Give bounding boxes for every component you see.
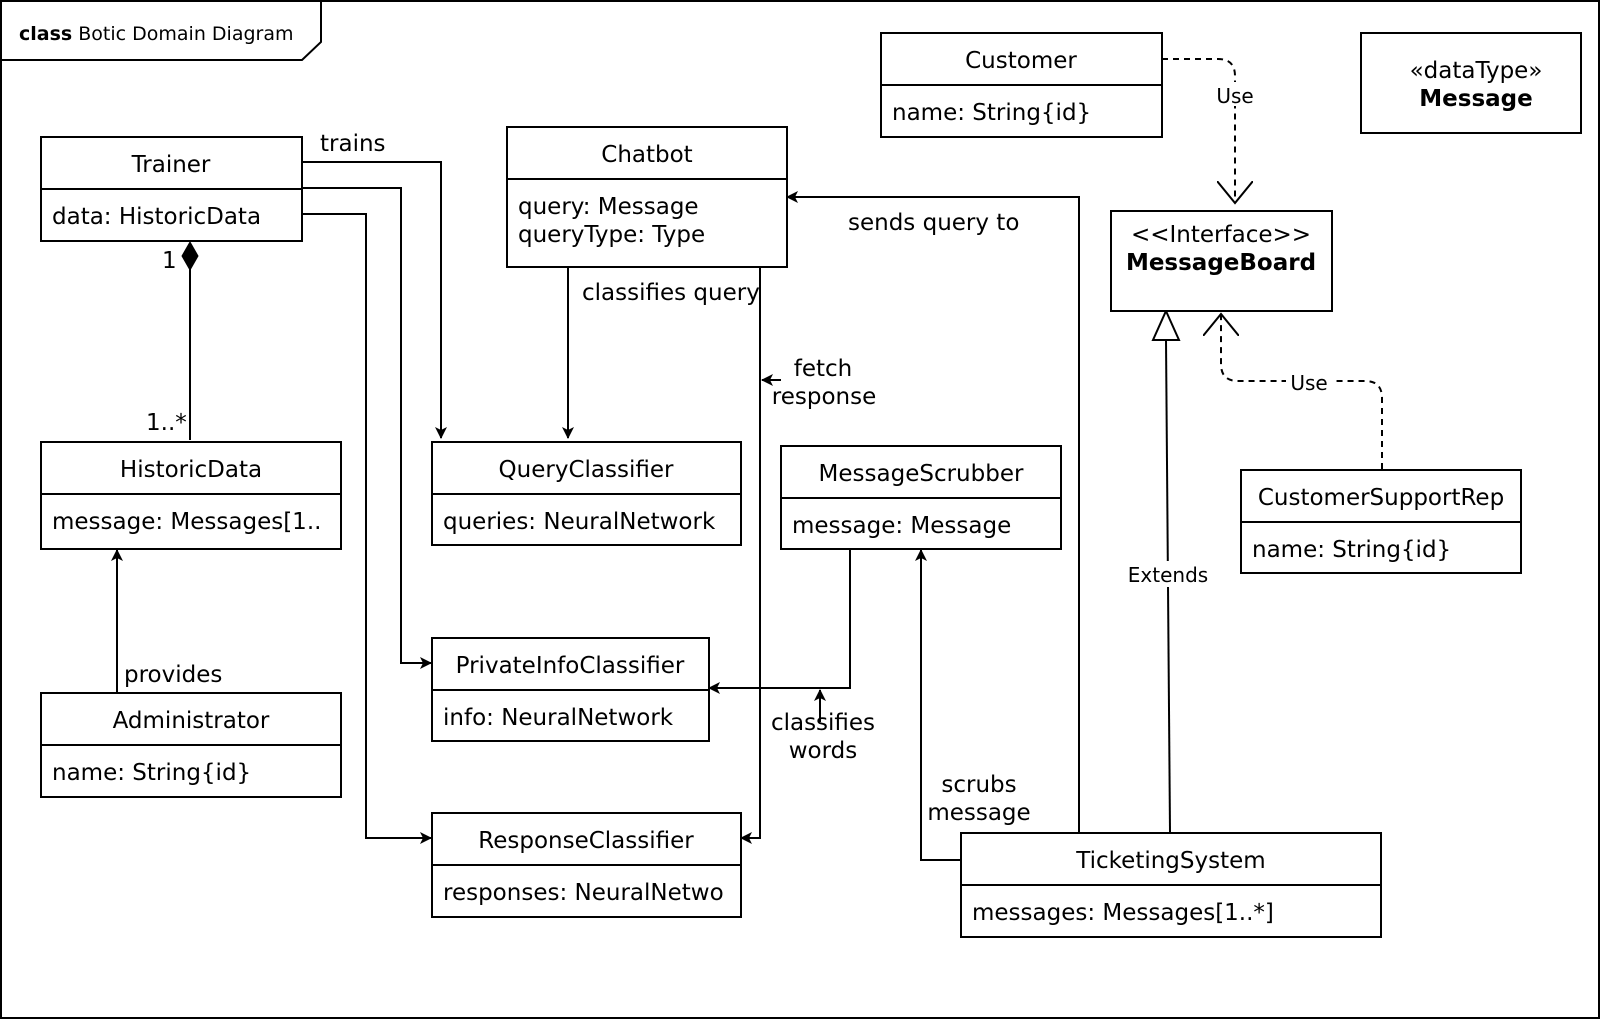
datatype-name: Message xyxy=(1419,86,1532,112)
class-name: Chatbot xyxy=(601,142,692,168)
label-message: message xyxy=(927,800,1030,826)
class-attribute: name: String{id} xyxy=(52,760,251,786)
class-attribute: data: HistoricData xyxy=(52,204,261,230)
class-name: QueryClassifier xyxy=(499,457,674,483)
label-rep-use: Use xyxy=(1290,371,1327,395)
frame-title-text: Botic Domain Diagram xyxy=(78,23,293,45)
edge-trains-query-classifier xyxy=(302,161,447,439)
class-customer[interactable]: Customer name: String{id} xyxy=(880,32,1163,138)
class-name: Customer xyxy=(965,48,1077,74)
class-attribute: message: Message xyxy=(792,513,1011,539)
interface-name: MessageBoard xyxy=(1126,250,1316,276)
label-words: words xyxy=(789,738,858,764)
class-attribute: info: NeuralNetwork xyxy=(443,705,674,731)
frame-title: class Botic Domain Diagram xyxy=(19,23,293,45)
edge-rep-use xyxy=(1221,314,1383,469)
interface-stereotype: <<Interface>> xyxy=(1131,222,1311,248)
class-ticketing-system[interactable]: TicketingSystem messages: Messages[1..*] xyxy=(960,832,1382,938)
class-attribute: queryType: Type xyxy=(518,222,705,248)
label-extends: Extends xyxy=(1128,563,1208,587)
class-trainer[interactable]: Trainer data: HistoricData xyxy=(40,136,303,242)
class-name: TicketingSystem xyxy=(1075,848,1265,874)
class-attribute: queries: NeuralNetwork xyxy=(443,509,716,535)
label-response: response xyxy=(772,384,876,410)
interface-message-board[interactable]: <<Interface>> MessageBoard xyxy=(1110,210,1333,312)
class-name: Trainer xyxy=(131,152,211,178)
extends-label-bg xyxy=(1124,561,1212,587)
class-attribute: responses: NeuralNetwo xyxy=(443,880,724,906)
class-administrator[interactable]: Administrator name: String{id} xyxy=(40,692,342,798)
class-historic-data[interactable]: HistoricData message: Messages[1.. xyxy=(40,441,342,550)
class-name: HistoricData xyxy=(120,457,262,483)
class-query-classifier[interactable]: QueryClassifier queries: NeuralNetwork xyxy=(431,441,742,546)
edge-trainer-private-info-classifier xyxy=(302,187,432,669)
label-fetch: fetch xyxy=(794,356,853,382)
class-attribute: message: Messages[1.. xyxy=(52,509,321,535)
edge-trainer-response-classifier xyxy=(302,213,432,844)
label-multiplicity-many: 1..* xyxy=(146,410,187,436)
class-attribute: name: String{id} xyxy=(1252,537,1451,563)
datatype-message[interactable]: «dataType» Message xyxy=(1360,32,1582,134)
frame-keyword: class xyxy=(19,23,72,45)
use-label-bg xyxy=(1212,82,1258,106)
use-label-bg xyxy=(1286,369,1332,393)
class-name: CustomerSupportRep xyxy=(1258,485,1504,511)
edge-sends-query-to xyxy=(786,191,1080,832)
edge-customer-use xyxy=(1162,58,1235,203)
class-chatbot[interactable]: Chatbot query: Message queryType: Type xyxy=(506,126,788,268)
label-customer-use: Use xyxy=(1216,84,1253,108)
class-attribute: query: Message xyxy=(518,194,699,220)
class-private-info-classifier[interactable]: PrivateInfoClassifier info: NeuralNetwor… xyxy=(431,637,710,742)
class-customer-support-rep[interactable]: CustomerSupportRep name: String{id} xyxy=(1240,469,1522,574)
class-message-scrubber[interactable]: MessageScrubber message: Message xyxy=(780,445,1062,550)
class-attribute: name: String{id} xyxy=(892,100,1091,126)
frame-title-tab xyxy=(1,1,322,61)
class-name: MessageScrubber xyxy=(819,461,1024,487)
label-provides: provides xyxy=(124,662,222,688)
label-classifies: classifies xyxy=(771,710,875,736)
composition-diamond xyxy=(181,240,199,272)
label-trains: trains xyxy=(320,131,386,157)
label-multiplicity-one: 1 xyxy=(162,248,177,274)
class-name: ResponseClassifier xyxy=(478,828,694,854)
datatype-stereotype: «dataType» xyxy=(1410,58,1543,84)
edge-classifies-words xyxy=(708,548,851,694)
label-classifies-query: classifies query xyxy=(582,280,760,306)
label-sends-query-to: sends query to xyxy=(848,210,1019,236)
class-attribute: messages: Messages[1..*] xyxy=(972,900,1274,926)
edge-fetch-response xyxy=(740,267,761,844)
class-name: Administrator xyxy=(113,708,270,734)
generalization-triangle xyxy=(1151,308,1181,341)
class-name: PrivateInfoClassifier xyxy=(456,653,685,679)
edge-scrubs-message xyxy=(915,549,960,861)
class-response-classifier[interactable]: ResponseClassifier responses: NeuralNetw… xyxy=(431,812,742,918)
label-scrubs: scrubs xyxy=(941,772,1016,798)
